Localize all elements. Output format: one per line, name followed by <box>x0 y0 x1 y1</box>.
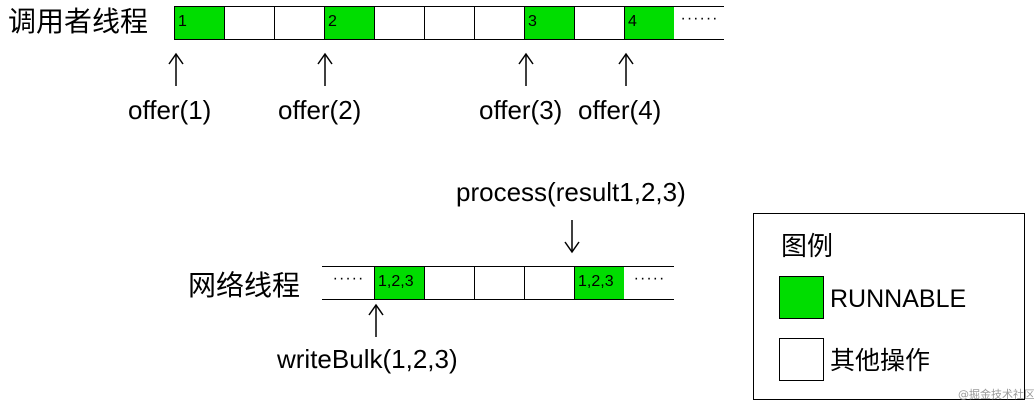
network-track-top-line <box>322 266 674 267</box>
network-leading-dots: ····· <box>322 266 374 300</box>
legend: 图例 RUNNABLE 其他操作 <box>753 213 1025 400</box>
caller-thread-label: 调用者线程 <box>8 5 149 38</box>
caller-cell-10: 4 <box>624 6 675 40</box>
caller-cell-8: 3 <box>524 6 575 40</box>
caller-cell-1: 1 <box>174 6 225 40</box>
legend-other-label: 其他操作 <box>830 346 931 375</box>
down-arrow-icon <box>564 220 580 254</box>
legend-title: 图例 <box>781 232 834 262</box>
up-arrow-icon <box>618 52 634 86</box>
offer-4-label: offer(4) <box>578 95 662 125</box>
network-cell-4 <box>524 266 575 300</box>
offer-1-label: offer(1) <box>128 95 212 125</box>
caller-cell-6 <box>424 6 475 40</box>
caller-cell-7 <box>474 6 525 40</box>
legend-runnable-swatch <box>779 276 824 319</box>
process-call-label: process(result1,2,3) <box>456 177 686 207</box>
network-thread-label: 网络线程 <box>188 269 301 302</box>
caller-cell-5 <box>374 6 425 40</box>
up-arrow-icon <box>368 303 384 337</box>
network-trailing-dots: ····· <box>624 266 674 300</box>
caller-track-top-line <box>174 6 724 7</box>
caller-cell-4: 2 <box>324 6 375 40</box>
network-cell-1: 1,2,3 <box>374 266 425 300</box>
write-bulk-label: writeBulk(1,2,3) <box>277 344 458 374</box>
caller-cell-3 <box>274 6 325 40</box>
caller-trailing-dots: ······ <box>674 6 724 40</box>
legend-runnable-label: RUNNABLE <box>830 285 967 313</box>
network-cell-2 <box>424 266 475 300</box>
caller-thread-track: 1 2 3 4 ······ <box>174 6 724 40</box>
offer-3-label: offer(3) <box>479 95 563 125</box>
up-arrow-icon <box>168 52 184 86</box>
legend-other-swatch <box>779 338 824 381</box>
up-arrow-icon <box>518 52 534 86</box>
caller-cell-9 <box>574 6 625 40</box>
caller-cell-2 <box>224 6 275 40</box>
watermark: @掘金技术社区 <box>958 388 1034 401</box>
offer-2-label: offer(2) <box>278 95 362 125</box>
network-cell-5: 1,2,3 <box>574 266 625 300</box>
network-track-bottom-line <box>322 299 674 300</box>
up-arrow-icon <box>317 52 333 86</box>
caller-track-bottom-line <box>174 39 724 40</box>
network-cell-3 <box>474 266 525 300</box>
network-thread-track: ····· 1,2,3 1,2,3 ····· <box>322 266 674 300</box>
